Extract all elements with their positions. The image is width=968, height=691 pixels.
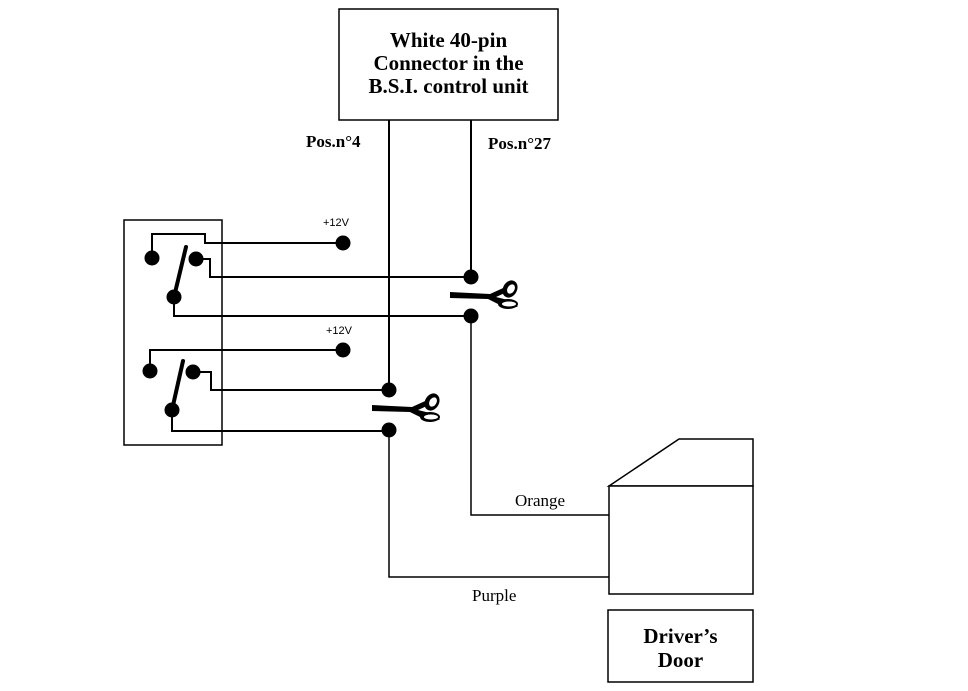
wire-orange <box>470 316 609 516</box>
relay-upper-nc-contact <box>144 250 160 266</box>
relay-upper: +12V <box>144 217 471 317</box>
relay-lower: +12V <box>142 325 389 432</box>
scissors-icon <box>450 280 518 309</box>
driver-door-box: Driver’s Door <box>607 609 754 683</box>
relay-lower-supply-terminal <box>335 342 351 358</box>
connector-title-line-2: Connector in the <box>373 51 523 75</box>
cut-pos4 <box>372 382 440 438</box>
relay-upper-switch-arm <box>172 245 188 299</box>
cut-pos27-top-terminal <box>463 269 479 285</box>
cut-pos27 <box>450 269 518 324</box>
pin-label-pos27: Pos.n°27 <box>488 134 552 153</box>
scissors-icon <box>372 393 440 422</box>
door-lock-module-body <box>608 485 754 595</box>
relay-upper-common-wire <box>173 297 471 317</box>
relay-upper-voltage-label: +12V <box>323 217 350 229</box>
driver-door-line-2: Door <box>658 648 704 672</box>
relay-upper-supply-terminal <box>335 235 351 251</box>
connector-title-line-1: White 40-pin <box>390 28 508 52</box>
wire-orange-label: Orange <box>515 491 565 510</box>
relay-lower-common-wire <box>171 410 389 432</box>
relay-upper-no-wire <box>196 258 471 278</box>
connector-title-line-3: B.S.I. control unit <box>368 74 528 98</box>
bsi-connector-box: White 40-pin Connector in the B.S.I. con… <box>338 8 559 121</box>
relay-lower-voltage-label: +12V <box>326 325 353 337</box>
cut-pos4-top-terminal <box>381 382 397 398</box>
driver-door-line-1: Driver’s <box>643 624 717 648</box>
relay-lower-no-wire <box>193 371 389 391</box>
pin-label-pos4: Pos.n°4 <box>306 132 361 151</box>
relay-upper-supply-wire <box>151 233 343 258</box>
wire-purple <box>388 430 609 578</box>
wire-purple-label: Purple <box>472 586 516 605</box>
door-lock-module <box>606 438 754 595</box>
door-lock-module-top <box>606 438 754 487</box>
relay-lower-switch-arm <box>170 359 185 412</box>
relay-lower-nc-contact <box>142 363 158 379</box>
